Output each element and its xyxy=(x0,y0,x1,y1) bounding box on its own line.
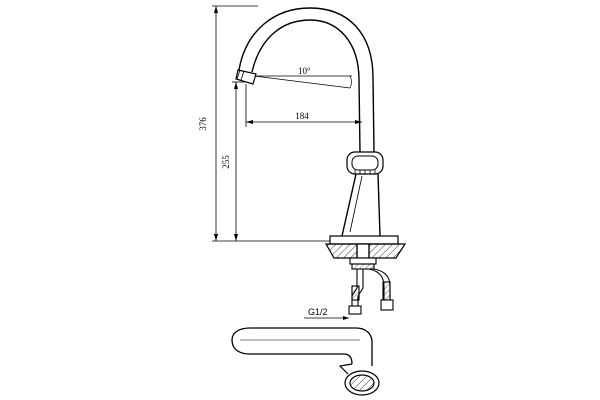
dimension-spout-height xyxy=(232,81,246,241)
gooseneck-spout xyxy=(238,7,375,153)
flexible-hose-left xyxy=(348,269,364,315)
mounting-shank-gap xyxy=(356,243,370,259)
base-section xyxy=(324,235,407,259)
body-left-contour xyxy=(341,173,357,237)
dimension-angle xyxy=(253,75,352,89)
mounting-nut xyxy=(349,257,377,265)
aerator-tip xyxy=(235,69,257,85)
hose-fitting-right xyxy=(380,299,394,311)
hose-fitting-left xyxy=(348,305,362,315)
reach-label: 184 xyxy=(295,111,309,121)
mounting-hardware xyxy=(349,257,377,270)
top-view-handle-inner xyxy=(349,374,375,392)
top-view xyxy=(231,327,373,366)
lever-handle xyxy=(346,151,384,175)
thread-label: G1/2 xyxy=(308,307,328,317)
dimension-total-height xyxy=(212,5,330,242)
angle-spout-line xyxy=(253,75,351,89)
flexible-hose-right xyxy=(368,268,394,311)
base-flange xyxy=(329,235,399,245)
spout-inner-contour xyxy=(251,19,361,153)
angle-label: 10° xyxy=(298,66,311,76)
angle-arc xyxy=(349,75,352,89)
nut-thread xyxy=(351,263,375,270)
spout-height-label: 255 xyxy=(221,155,231,169)
spout-outer-contour xyxy=(238,7,375,153)
total-height-label: 376 xyxy=(198,117,208,131)
body-right-contour xyxy=(377,173,381,237)
aerator-body xyxy=(235,69,257,85)
top-view-handle xyxy=(338,363,380,396)
thread-callout xyxy=(304,316,349,320)
top-view-spout-inner xyxy=(231,339,353,365)
faucet-body xyxy=(341,173,381,237)
top-view-spout-outer xyxy=(231,327,373,366)
dimension-reach xyxy=(245,84,362,127)
